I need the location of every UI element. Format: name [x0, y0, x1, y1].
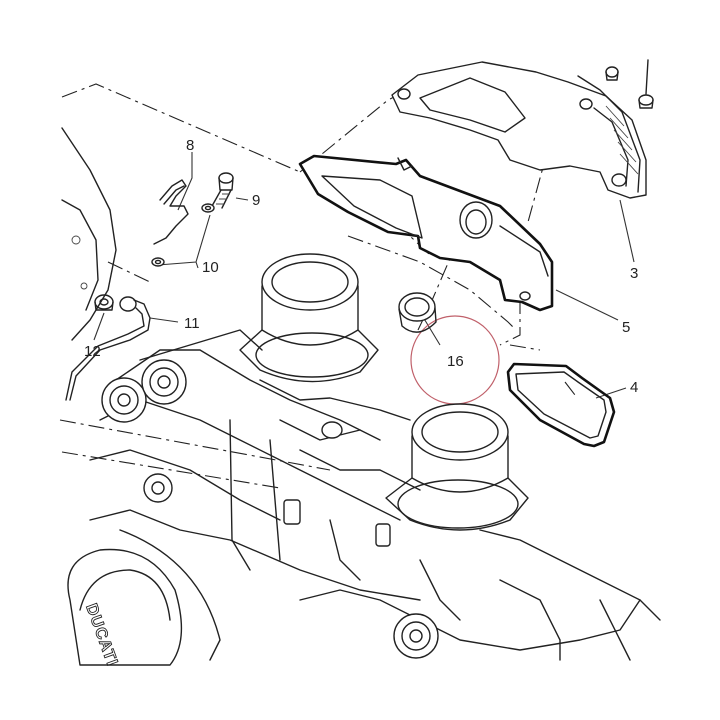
tensioner-pulley	[143, 473, 173, 503]
label-part-8: 8	[186, 137, 194, 154]
label-part-11: 11	[184, 315, 200, 332]
engine-cover	[67, 548, 183, 666]
part-4-gasket	[506, 362, 616, 448]
cam-pulley-right	[141, 359, 187, 405]
side-housing-fragment	[61, 127, 117, 341]
part-10-washer-a	[201, 203, 215, 213]
label-part-4: 4	[630, 379, 638, 396]
sensor-connector	[283, 421, 391, 547]
cam-pulley-left	[101, 377, 147, 423]
label-part-16: 16	[447, 353, 464, 370]
label-part-9: 9	[252, 192, 260, 209]
part-16-seal-ring	[398, 292, 437, 333]
pulley-lower	[393, 613, 439, 659]
intake-upper	[239, 253, 379, 383]
part-8-wire-clip	[153, 179, 189, 245]
part-3-bracket	[391, 61, 647, 199]
intake-lower	[385, 403, 529, 531]
label-part-12: 12	[84, 343, 101, 360]
label-part-3: 3	[630, 265, 638, 282]
bolt-top-a	[638, 59, 654, 109]
label-part-5: 5	[622, 319, 630, 336]
part-10-washer-b	[151, 257, 165, 267]
part-9-screw	[211, 172, 234, 209]
bolt-top-b	[605, 66, 619, 81]
part-11-hose	[65, 296, 151, 401]
label-part-10: 10	[202, 259, 219, 276]
part-5-airbox-frame	[298, 154, 554, 312]
